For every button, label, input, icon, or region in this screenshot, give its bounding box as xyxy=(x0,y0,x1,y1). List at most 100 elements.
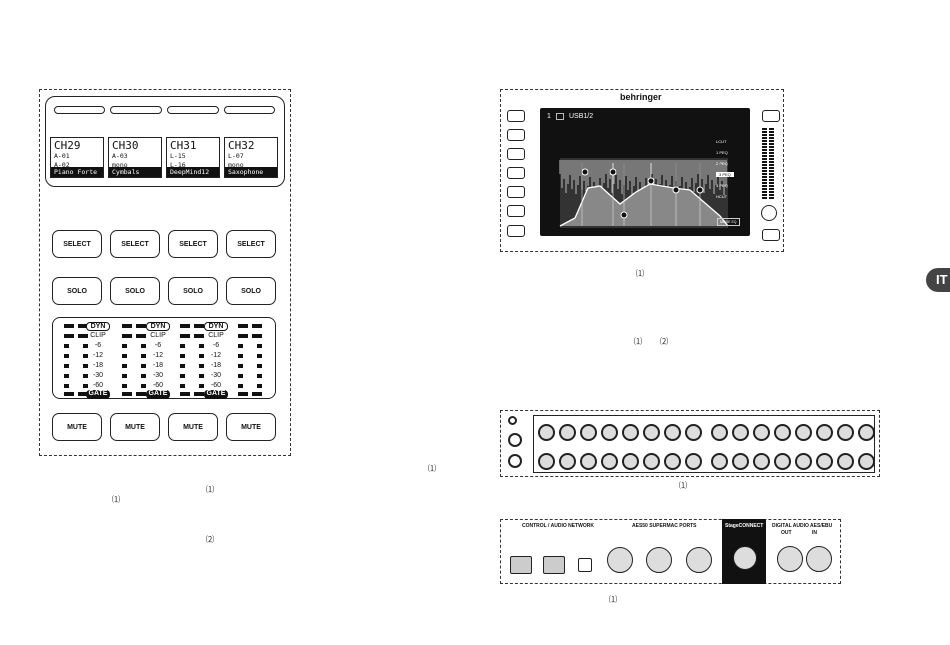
clip-indicator: CLIP xyxy=(208,332,224,339)
eq-band-label[interactable]: LCUT xyxy=(716,139,727,144)
solo-button-2[interactable]: SOLO xyxy=(110,277,160,305)
eq-graph[interactable] xyxy=(540,108,750,236)
rotary-encoder[interactable] xyxy=(761,205,777,221)
mode-eq-button[interactable]: MODE EQ xyxy=(717,218,740,226)
combo-input-connector xyxy=(816,453,833,470)
eq-band-label[interactable]: 2 PEQ xyxy=(716,161,728,166)
meter-segment xyxy=(769,158,774,160)
select-button-4[interactable]: SELECT xyxy=(226,230,276,258)
meter-segment xyxy=(769,149,774,151)
usb-port xyxy=(578,558,592,572)
combo-input-connector xyxy=(685,424,702,441)
screen-right-button[interactable] xyxy=(762,110,780,122)
meter-segment xyxy=(769,188,774,190)
meter-segment xyxy=(122,344,127,348)
meter-segment xyxy=(762,176,767,178)
meter-segment xyxy=(762,179,767,181)
solo-button-3[interactable]: SOLO xyxy=(168,277,218,305)
eq-band-label[interactable]: 4 PEQ xyxy=(716,183,728,188)
aes50-port xyxy=(686,547,712,573)
screen-left-button-2[interactable] xyxy=(507,129,525,141)
aes50-label: AES50 SUPERMAC PORTS xyxy=(632,523,697,529)
meter-segment xyxy=(122,374,127,378)
meter-segment xyxy=(769,191,774,193)
meter-level-label: -60 xyxy=(92,382,104,389)
meter-segment xyxy=(769,161,774,163)
screen-left-button-4[interactable] xyxy=(507,167,525,179)
select-button-2[interactable]: SELECT xyxy=(110,230,160,258)
mute-button-3[interactable]: MUTE xyxy=(168,413,218,441)
meter-segment xyxy=(769,182,774,184)
solo-button-1[interactable]: SOLO xyxy=(52,277,102,305)
screen-left-button-5[interactable] xyxy=(507,186,525,198)
screen-right-button-bottom[interactable] xyxy=(762,229,780,241)
meter-segment xyxy=(199,354,204,358)
select-button-1[interactable]: SELECT xyxy=(52,230,102,258)
mute-button-1[interactable]: MUTE xyxy=(52,413,102,441)
jack-connector xyxy=(508,416,517,425)
meter-segment xyxy=(769,197,774,199)
meter-segment xyxy=(83,384,88,388)
combo-input-connector xyxy=(837,453,854,470)
reference-mark: ⑴ xyxy=(428,464,436,473)
meter-segment xyxy=(64,324,74,328)
meter-level-label: -30 xyxy=(92,372,104,379)
meter-segment xyxy=(769,164,774,166)
channel-name: CH29 xyxy=(54,139,81,152)
mute-button-2[interactable]: MUTE xyxy=(110,413,160,441)
aes-in-port xyxy=(806,546,832,572)
reference-mark: ⑴ xyxy=(206,485,214,494)
meter-segment xyxy=(769,155,774,157)
clip-indicator: CLIP xyxy=(90,332,106,339)
meter-level-label: -18 xyxy=(92,362,104,369)
meter-segment xyxy=(64,392,74,396)
meter-segment xyxy=(769,134,774,136)
meter-segment xyxy=(769,176,774,178)
meter-segment xyxy=(762,155,767,157)
meter-segment xyxy=(64,344,69,348)
led-strip-4 xyxy=(224,106,275,114)
solo-button-4[interactable]: SOLO xyxy=(226,277,276,305)
meter-segment xyxy=(122,324,132,328)
meter-segment xyxy=(769,128,774,130)
reference-mark: ⑴ xyxy=(679,481,687,490)
meter-segment xyxy=(64,384,69,388)
scribble-strip-ch30: CH30 A-03 mono Cymbals Right xyxy=(108,137,162,186)
meter-segment xyxy=(762,185,767,187)
meter-segment xyxy=(122,334,132,338)
meter-level-label: -12 xyxy=(210,352,222,359)
ethernet-port xyxy=(510,556,532,574)
xlr-output-connector xyxy=(643,453,660,470)
gate-indicator: GATE xyxy=(146,390,170,399)
channel-strip-figure xyxy=(39,89,291,456)
connector-frame xyxy=(533,415,875,473)
screen-left-button-1[interactable] xyxy=(507,110,525,122)
meter-segment xyxy=(136,334,146,338)
meter-segment xyxy=(762,191,767,193)
select-button-3[interactable]: SELECT xyxy=(168,230,218,258)
eq-band-label[interactable]: 1 PEQ xyxy=(716,150,728,155)
meter-segment xyxy=(238,384,243,388)
meter-segment xyxy=(194,324,204,328)
screen-left-button-7[interactable] xyxy=(507,225,525,237)
aes-in-label: IN xyxy=(812,530,817,536)
meter-segment xyxy=(180,392,190,396)
meter-segment xyxy=(136,392,146,396)
meter-level-label: -12 xyxy=(92,352,104,359)
meter-segment xyxy=(762,128,767,130)
eq-band-label[interactable]: HCUT xyxy=(716,194,728,199)
meter-segment xyxy=(180,384,185,388)
meter-segment xyxy=(762,197,767,199)
screen-source: USB1/2 xyxy=(569,113,594,120)
aes-out-label: OUT xyxy=(781,530,792,536)
meter-segment xyxy=(141,364,146,368)
screen-left-button-6[interactable] xyxy=(507,205,525,217)
screen-left-button-3[interactable] xyxy=(507,148,525,160)
aes50-port xyxy=(607,547,633,573)
meter-segment xyxy=(64,374,69,378)
mute-button-4[interactable]: MUTE xyxy=(226,413,276,441)
eq-band-label[interactable]: 3 PEQ xyxy=(716,172,734,177)
meter-segment xyxy=(257,374,262,378)
touchscreen-figure xyxy=(500,89,784,252)
meter-segment xyxy=(180,354,185,358)
